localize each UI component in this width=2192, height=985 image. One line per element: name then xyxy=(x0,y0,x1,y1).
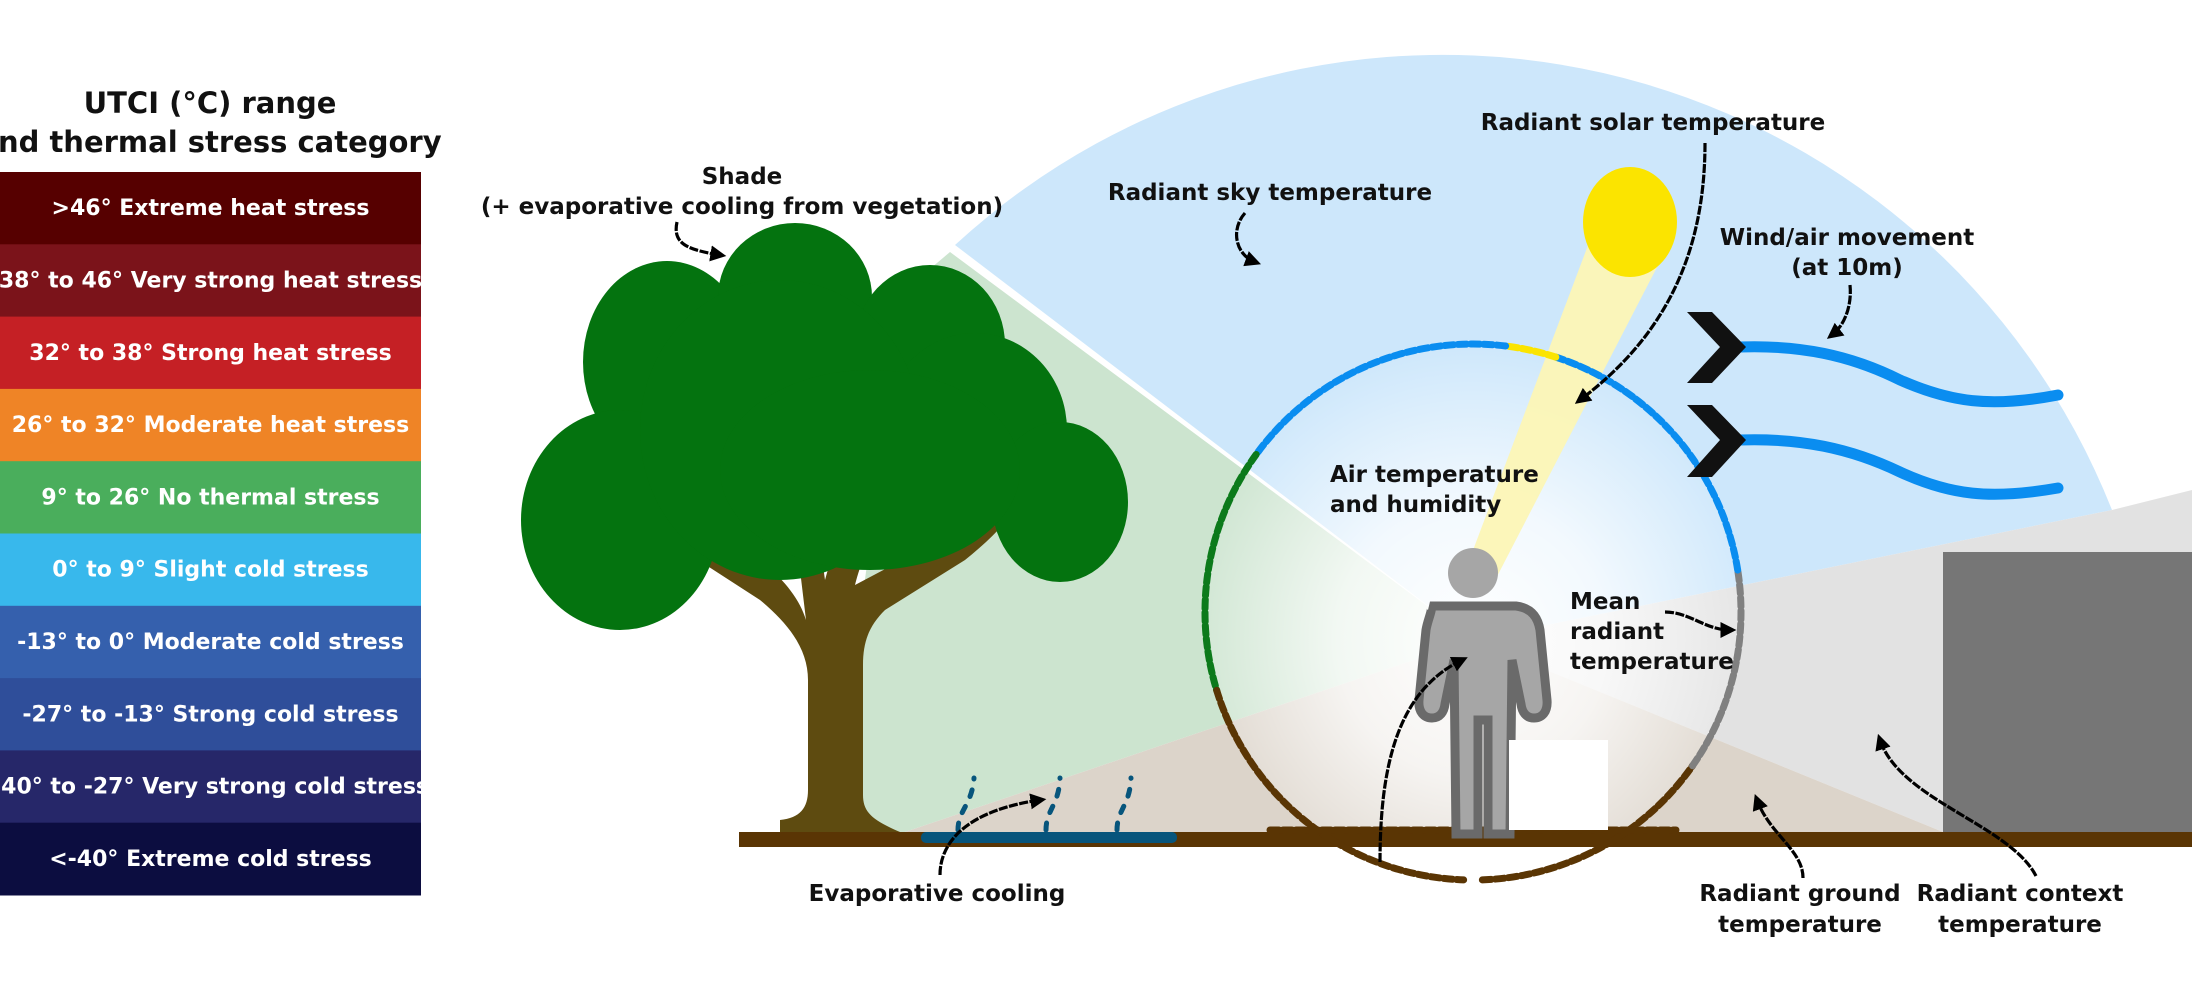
legend-row-label: <-40° Extreme cold stress xyxy=(49,847,372,872)
legend-row: 38° to 46° Very strong heat stress xyxy=(0,244,422,318)
legend-row: >46° Extreme heat stress xyxy=(0,172,421,245)
legend-row: 32° to 38° Strong heat stress xyxy=(0,316,421,390)
mrt-label-line2: radiant xyxy=(1570,619,1664,645)
legend-row: 0° to 9° Slight cold stress xyxy=(0,533,421,607)
radiant-context-label-line1: Radiant context xyxy=(1917,881,2124,907)
legend-row-label: -13° to 0° Moderate cold stress xyxy=(17,630,404,655)
droplet-stream xyxy=(955,775,977,833)
sun-beam xyxy=(1458,240,1668,590)
person-head xyxy=(1448,548,1498,598)
wind-line xyxy=(1734,434,2064,500)
legend-swatch xyxy=(0,316,421,390)
evaporation-droplets xyxy=(955,775,1134,833)
dome-arc xyxy=(1478,762,1697,884)
wind-indicator xyxy=(1687,312,2064,500)
legend-row: 26° to 32° Moderate heat stress xyxy=(0,388,421,462)
legend-swatch xyxy=(0,533,421,607)
dome-arc xyxy=(1252,340,1510,458)
evaporative-cooling-label: Evaporative cooling xyxy=(809,881,1066,907)
air-temp-label-line1: Air temperature xyxy=(1330,462,1539,488)
radiant-ground-label-line2: temperature xyxy=(1718,912,1882,938)
shade-label-line1: Shade xyxy=(702,164,783,190)
tree xyxy=(521,223,1128,840)
dome-arc xyxy=(1689,566,1745,770)
legend-swatch xyxy=(0,172,421,245)
wind-line xyxy=(1734,341,2064,408)
legend-row-label: -27° to -13° Strong cold stress xyxy=(22,702,398,727)
ground-arrow xyxy=(1752,794,1805,879)
legend-swatch xyxy=(0,388,421,462)
tree-canopy xyxy=(521,223,1128,630)
wind-chevron-icon xyxy=(1687,405,1746,477)
legend-swatch xyxy=(0,750,421,824)
wind-chevron-icon xyxy=(1687,312,1746,383)
sun-group xyxy=(1458,167,1677,590)
dome-arc xyxy=(1552,353,1742,574)
mrt-label-line3: temperature xyxy=(1570,649,1734,675)
legend-row-label: 26° to 32° Moderate heat stress xyxy=(12,413,409,438)
dome-arc xyxy=(1201,450,1260,694)
mrt-label-line1: Mean xyxy=(1570,589,1640,615)
context-arrow xyxy=(1875,733,2038,877)
radiant-solar-label: Radiant solar temperature xyxy=(1481,110,1826,136)
sun-icon xyxy=(1583,167,1677,277)
legend-row: -40° to -27° Very strong cold stress xyxy=(0,750,429,824)
legend-row-label: 9° to 26° No thermal stress xyxy=(41,485,379,510)
legend-swatch xyxy=(0,461,421,534)
water-pool xyxy=(921,832,1177,843)
mrt-arrow xyxy=(1664,610,1737,638)
legend-row: -13° to 0° Moderate cold stress xyxy=(0,605,421,679)
legend-row-label: 32° to 38° Strong heat stress xyxy=(29,341,391,366)
legend-row: -27° to -13° Strong cold stress xyxy=(0,678,421,751)
legend-title-line2: and thermal stress category xyxy=(0,125,442,159)
legend-row: <-40° Extreme cold stress xyxy=(0,822,421,896)
occluding-box xyxy=(1509,740,1608,830)
building xyxy=(1943,552,2192,832)
droplet-stream xyxy=(1043,775,1063,833)
body-arrow xyxy=(1378,656,1468,863)
legend-swatch xyxy=(0,678,421,751)
legend-row-label: 38° to 46° Very strong heat stress xyxy=(0,268,422,293)
annotation-arrows xyxy=(674,142,2038,879)
legend-row-label: -40° to -27° Very strong cold stress xyxy=(0,775,429,800)
dome-arc xyxy=(1213,686,1468,884)
legend-swatch xyxy=(0,244,421,318)
droplet-stream xyxy=(1114,775,1134,833)
legend-row-label: >46° Extreme heat stress xyxy=(52,196,370,221)
legend-row-label: 0° to 9° Slight cold stress xyxy=(52,558,368,583)
wind-label-line1: Wind/air movement xyxy=(1720,225,1975,251)
legend-rows: >46° Extreme heat stress 38° to 46° Very … xyxy=(0,172,429,896)
wind-arrow xyxy=(1826,284,1852,339)
legend-row: 9° to 26° No thermal stress xyxy=(0,461,421,534)
radiant-context-label-line2: temperature xyxy=(1938,912,2102,938)
shade-label-line2: (+ evaporative cooling from vegetation) xyxy=(481,194,1003,220)
scene-labels: Shade (+ evaporative cooling from vegeta… xyxy=(481,110,2123,938)
utci-legend: UTCI (°C) range and thermal stress categ… xyxy=(0,86,442,896)
wind-label-line2: (at 10m) xyxy=(1791,255,1903,281)
mean-radiant-dome xyxy=(1201,340,1745,884)
shade-arrow xyxy=(674,221,727,262)
radiant-ground-label-line1: Radiant ground xyxy=(1699,881,1900,907)
legend-title-line1: UTCI (°C) range xyxy=(84,86,337,120)
legend-swatch xyxy=(0,822,421,896)
sky-sector xyxy=(955,54,2112,640)
solar-arrow xyxy=(1574,142,1707,404)
sky-arrow xyxy=(1235,211,1262,267)
legend-swatch xyxy=(0,605,421,679)
air-temp-label-line2: and humidity xyxy=(1330,492,1501,518)
evaporation-arrow xyxy=(938,793,1047,876)
radiant-sky-label: Radiant sky temperature xyxy=(1108,180,1432,206)
